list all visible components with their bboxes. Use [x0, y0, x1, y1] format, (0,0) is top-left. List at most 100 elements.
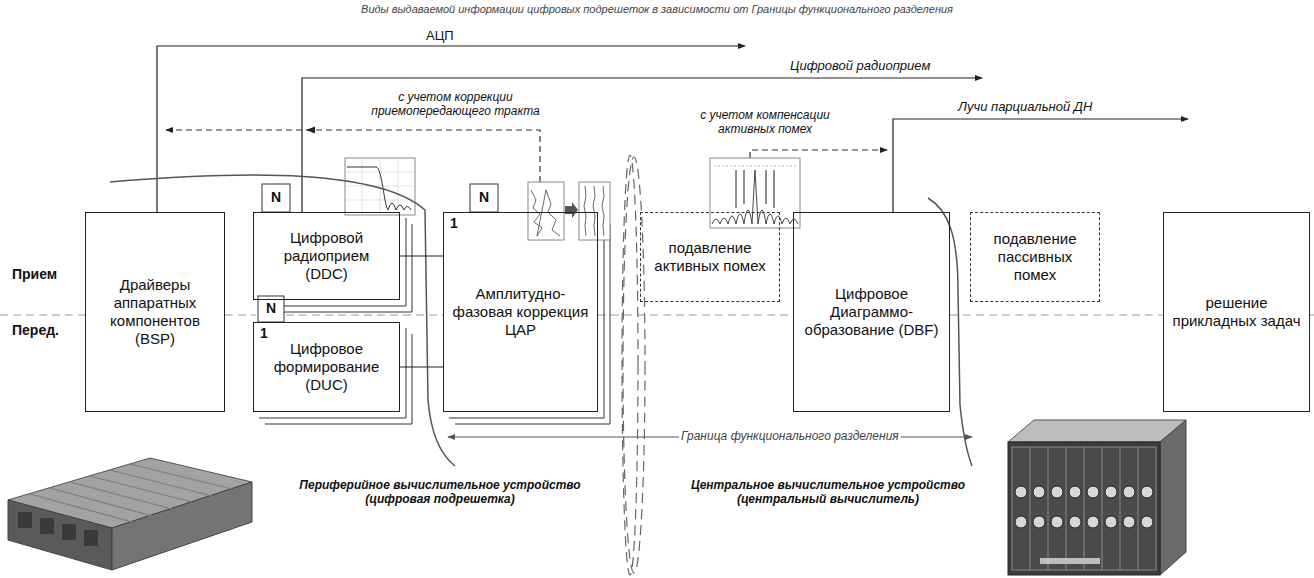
- diagram-title: Виды выдаваемой информации цифровых подр…: [0, 3, 1314, 15]
- central-computer-part: [1160, 420, 1186, 575]
- subarray-device-part: [112, 482, 252, 570]
- central-computer-part-part: [1033, 486, 1045, 498]
- filter-plot-part: [345, 158, 415, 215]
- spectrum-plot-part: [736, 170, 774, 208]
- row-divider-part: [950, 315, 1163, 316]
- stack-shadow-part: [449, 218, 604, 418]
- connector-line: [400, 366, 443, 367]
- feedback-arrow-part: [750, 150, 887, 158]
- node-text: подавление активных помех: [649, 239, 771, 275]
- correction-plot-part: [565, 202, 578, 218]
- central-computer-part-part: [1033, 516, 1045, 528]
- central-computer: [1008, 420, 1186, 575]
- output-label: Цифровой радиоприем: [788, 58, 932, 74]
- stack-tab-part: [470, 184, 498, 212]
- correction-plot-part-part: [602, 186, 604, 236]
- node-text: Драйверы аппаратных компонентов (BSP): [94, 276, 216, 348]
- subarray-device-part-part: [130, 464, 232, 489]
- feedback-label: с учетом компенсации активных помех: [688, 108, 842, 137]
- subarray-device-part-part: [110, 470, 212, 496]
- optional-box: подавление активных помех: [640, 212, 780, 302]
- subarray-device-part-part: [70, 482, 172, 509]
- node-text: решение прикладных задач: [1172, 294, 1301, 330]
- stack-count: N: [477, 189, 491, 206]
- subarray-device-part: [8, 500, 112, 570]
- central-computer-part-part: [1069, 486, 1081, 498]
- central-computer-part-part: [1141, 516, 1153, 528]
- spectrum-plot-part-part: [774, 170, 775, 208]
- central-computer-part: [1008, 420, 1186, 442]
- row-divider-part: [0, 315, 85, 316]
- subarray-device-part-part: [84, 530, 98, 546]
- filter-plot-part-part: [380, 158, 381, 215]
- correction-plot-part: [531, 190, 560, 236]
- central-computer-part-part: [1123, 486, 1135, 498]
- correction-plot-part: [579, 182, 610, 240]
- feedback-label: с учетом коррекции приемопередающего тра…: [361, 90, 550, 119]
- central-computer-part: [1008, 442, 1160, 575]
- output-arrow: [157, 46, 1188, 212]
- central-computer-part-part: [1015, 486, 1027, 498]
- partition-curve: [110, 175, 972, 466]
- correction-plot-part-part: [593, 186, 595, 236]
- node-text: подавление пассивных помех: [979, 230, 1091, 284]
- correction-plot-part: [528, 182, 564, 240]
- spectrum-plot-part-part: [766, 170, 767, 204]
- spectrum-plot-part-part: [744, 170, 745, 204]
- central-computer-part-part: [1069, 516, 1081, 528]
- correction-plot-part: [584, 186, 604, 236]
- row-label: Прием: [10, 266, 59, 283]
- row-divider-part: [598, 315, 793, 316]
- filter-plot: [345, 158, 415, 215]
- central-computer-part: [1015, 486, 1153, 528]
- spectrum-plot: [710, 158, 800, 228]
- central-computer-part-part: [1015, 516, 1027, 528]
- central-computer-part-part: [1066, 447, 1067, 570]
- stack-tab-part: [262, 184, 290, 212]
- boundary-label: Граница функционального разделения: [679, 429, 901, 443]
- node-text: Цифровое Диаграммо-образование (DBF): [802, 285, 941, 339]
- central-computer-part-part: [1087, 516, 1099, 528]
- central-computer-part: [1040, 558, 1100, 564]
- device-caption: Центральное вычислительное устройство (ц…: [681, 478, 975, 507]
- output-label: АЦП: [424, 28, 456, 44]
- central-computer-part: [1012, 447, 1156, 570]
- subarray-device-part-part: [62, 524, 76, 540]
- connector-line: [400, 255, 443, 256]
- device-caption: Периферийное вычислительное устройство (…: [293, 478, 587, 507]
- subarray-device-part: [18, 512, 98, 546]
- subarray-device-part-part: [18, 512, 32, 528]
- stack-shadow: [259, 218, 610, 424]
- process-box: Цифровой радиоприем (DDC): [253, 212, 400, 300]
- stack-count: 1: [258, 325, 270, 342]
- process-box: Драйверы аппаратных компонентов (BSP): [85, 212, 225, 412]
- node-text: Амплитудно-фазовая коррекция ЦАР: [452, 285, 589, 339]
- central-computer-part: [1030, 447, 1138, 570]
- stack-shadow-part: [259, 218, 406, 306]
- stack-shadow-part: [259, 328, 406, 418]
- optional-box: подавление пассивных помех: [970, 212, 1100, 302]
- central-computer-part-part: [1120, 447, 1121, 570]
- boundary-ellipse: [622, 155, 645, 575]
- central-computer-part-part: [1138, 447, 1139, 570]
- boundary-ellipse-part: [622, 155, 638, 575]
- spectrum-plot-part-part: [736, 170, 737, 208]
- row-divider-part: [225, 315, 256, 316]
- central-computer-part-part: [1084, 447, 1085, 570]
- arrow-head: [306, 127, 315, 134]
- central-computer-part-part: [1030, 447, 1031, 570]
- output-label: Лучи парциальной ДН: [956, 99, 1094, 115]
- subarray-device-part-part: [40, 518, 54, 534]
- central-computer-part-part: [1102, 447, 1103, 570]
- central-computer-part-part: [1141, 486, 1153, 498]
- spectrum-plot-part: [712, 170, 798, 224]
- subarray-device-part-part: [30, 494, 132, 522]
- subarray-device: [8, 458, 252, 570]
- spectrum-plot-part: [714, 166, 796, 167]
- stack-count: N: [269, 189, 283, 206]
- row-label: Перед.: [10, 322, 61, 339]
- process-box: решение прикладных задач: [1163, 212, 1310, 412]
- stack-count: N: [264, 300, 278, 317]
